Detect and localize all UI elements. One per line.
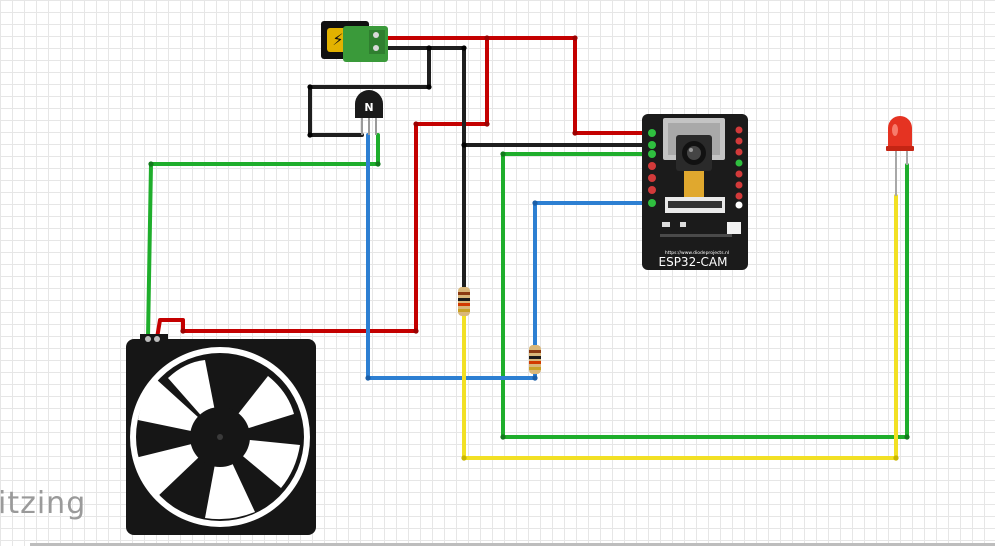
lightning-icon: ⚡ xyxy=(332,30,343,49)
green-wire-fan-to-transistor[interactable] xyxy=(146,133,380,340)
brand-text: itzing xyxy=(0,486,87,521)
red-led[interactable] xyxy=(886,116,914,196)
camera-icon xyxy=(676,135,712,171)
red-wire-jack-to-esp32[interactable] xyxy=(382,36,654,135)
transistor-label: N xyxy=(364,101,373,114)
board-name: ESP32-CAM xyxy=(659,255,728,269)
esp32-cam-board[interactable]: https://www.diodeprojects.nl ESP32-CAM xyxy=(642,114,748,270)
black-wire-jack-to-resistor[interactable] xyxy=(382,46,466,290)
right-header-pins xyxy=(735,126,743,209)
left-header-pins xyxy=(648,129,656,207)
camera-ribbon xyxy=(684,171,704,197)
resistor-1[interactable] xyxy=(458,287,470,316)
blue-wire-resistor-to-transistor[interactable] xyxy=(366,133,537,380)
canvas-bottom-divider xyxy=(30,543,995,546)
red-wire-jack-to-fan[interactable] xyxy=(155,36,489,340)
board-url: https://www.diodeprojects.nl xyxy=(665,250,729,256)
npn-transistor[interactable]: N xyxy=(355,90,383,135)
wires xyxy=(146,35,910,461)
cooling-fan[interactable] xyxy=(126,334,316,535)
resistor-2[interactable] xyxy=(529,345,541,374)
yellow-wire-resistor-to-led[interactable] xyxy=(462,194,898,460)
power-jack[interactable]: ⚡ xyxy=(321,21,388,62)
blue-wire-esp32-to-resistor[interactable] xyxy=(533,201,654,347)
